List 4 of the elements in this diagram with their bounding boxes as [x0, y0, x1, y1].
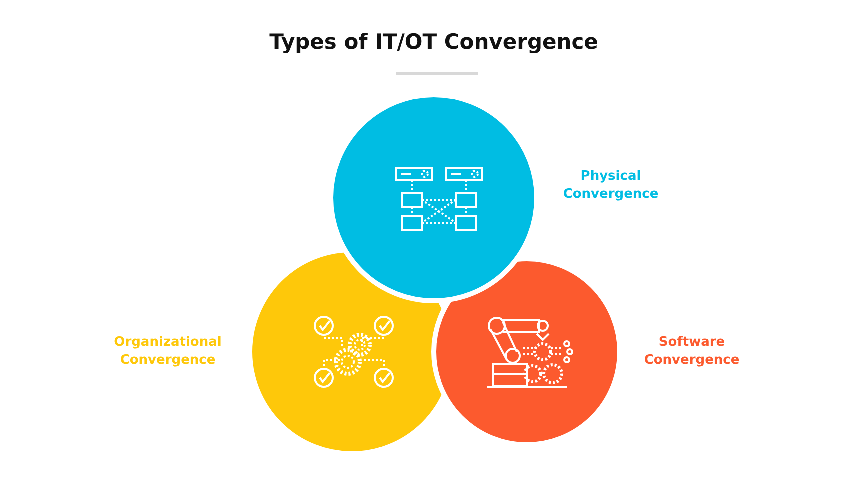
title: Types of IT/OT Convergence: [268, 30, 600, 54]
convergence-label: Physical Convergence: [562, 168, 660, 204]
convergence-label: Organizational Convergence: [113, 334, 223, 370]
convergence-label: Software Convergence: [643, 334, 741, 370]
